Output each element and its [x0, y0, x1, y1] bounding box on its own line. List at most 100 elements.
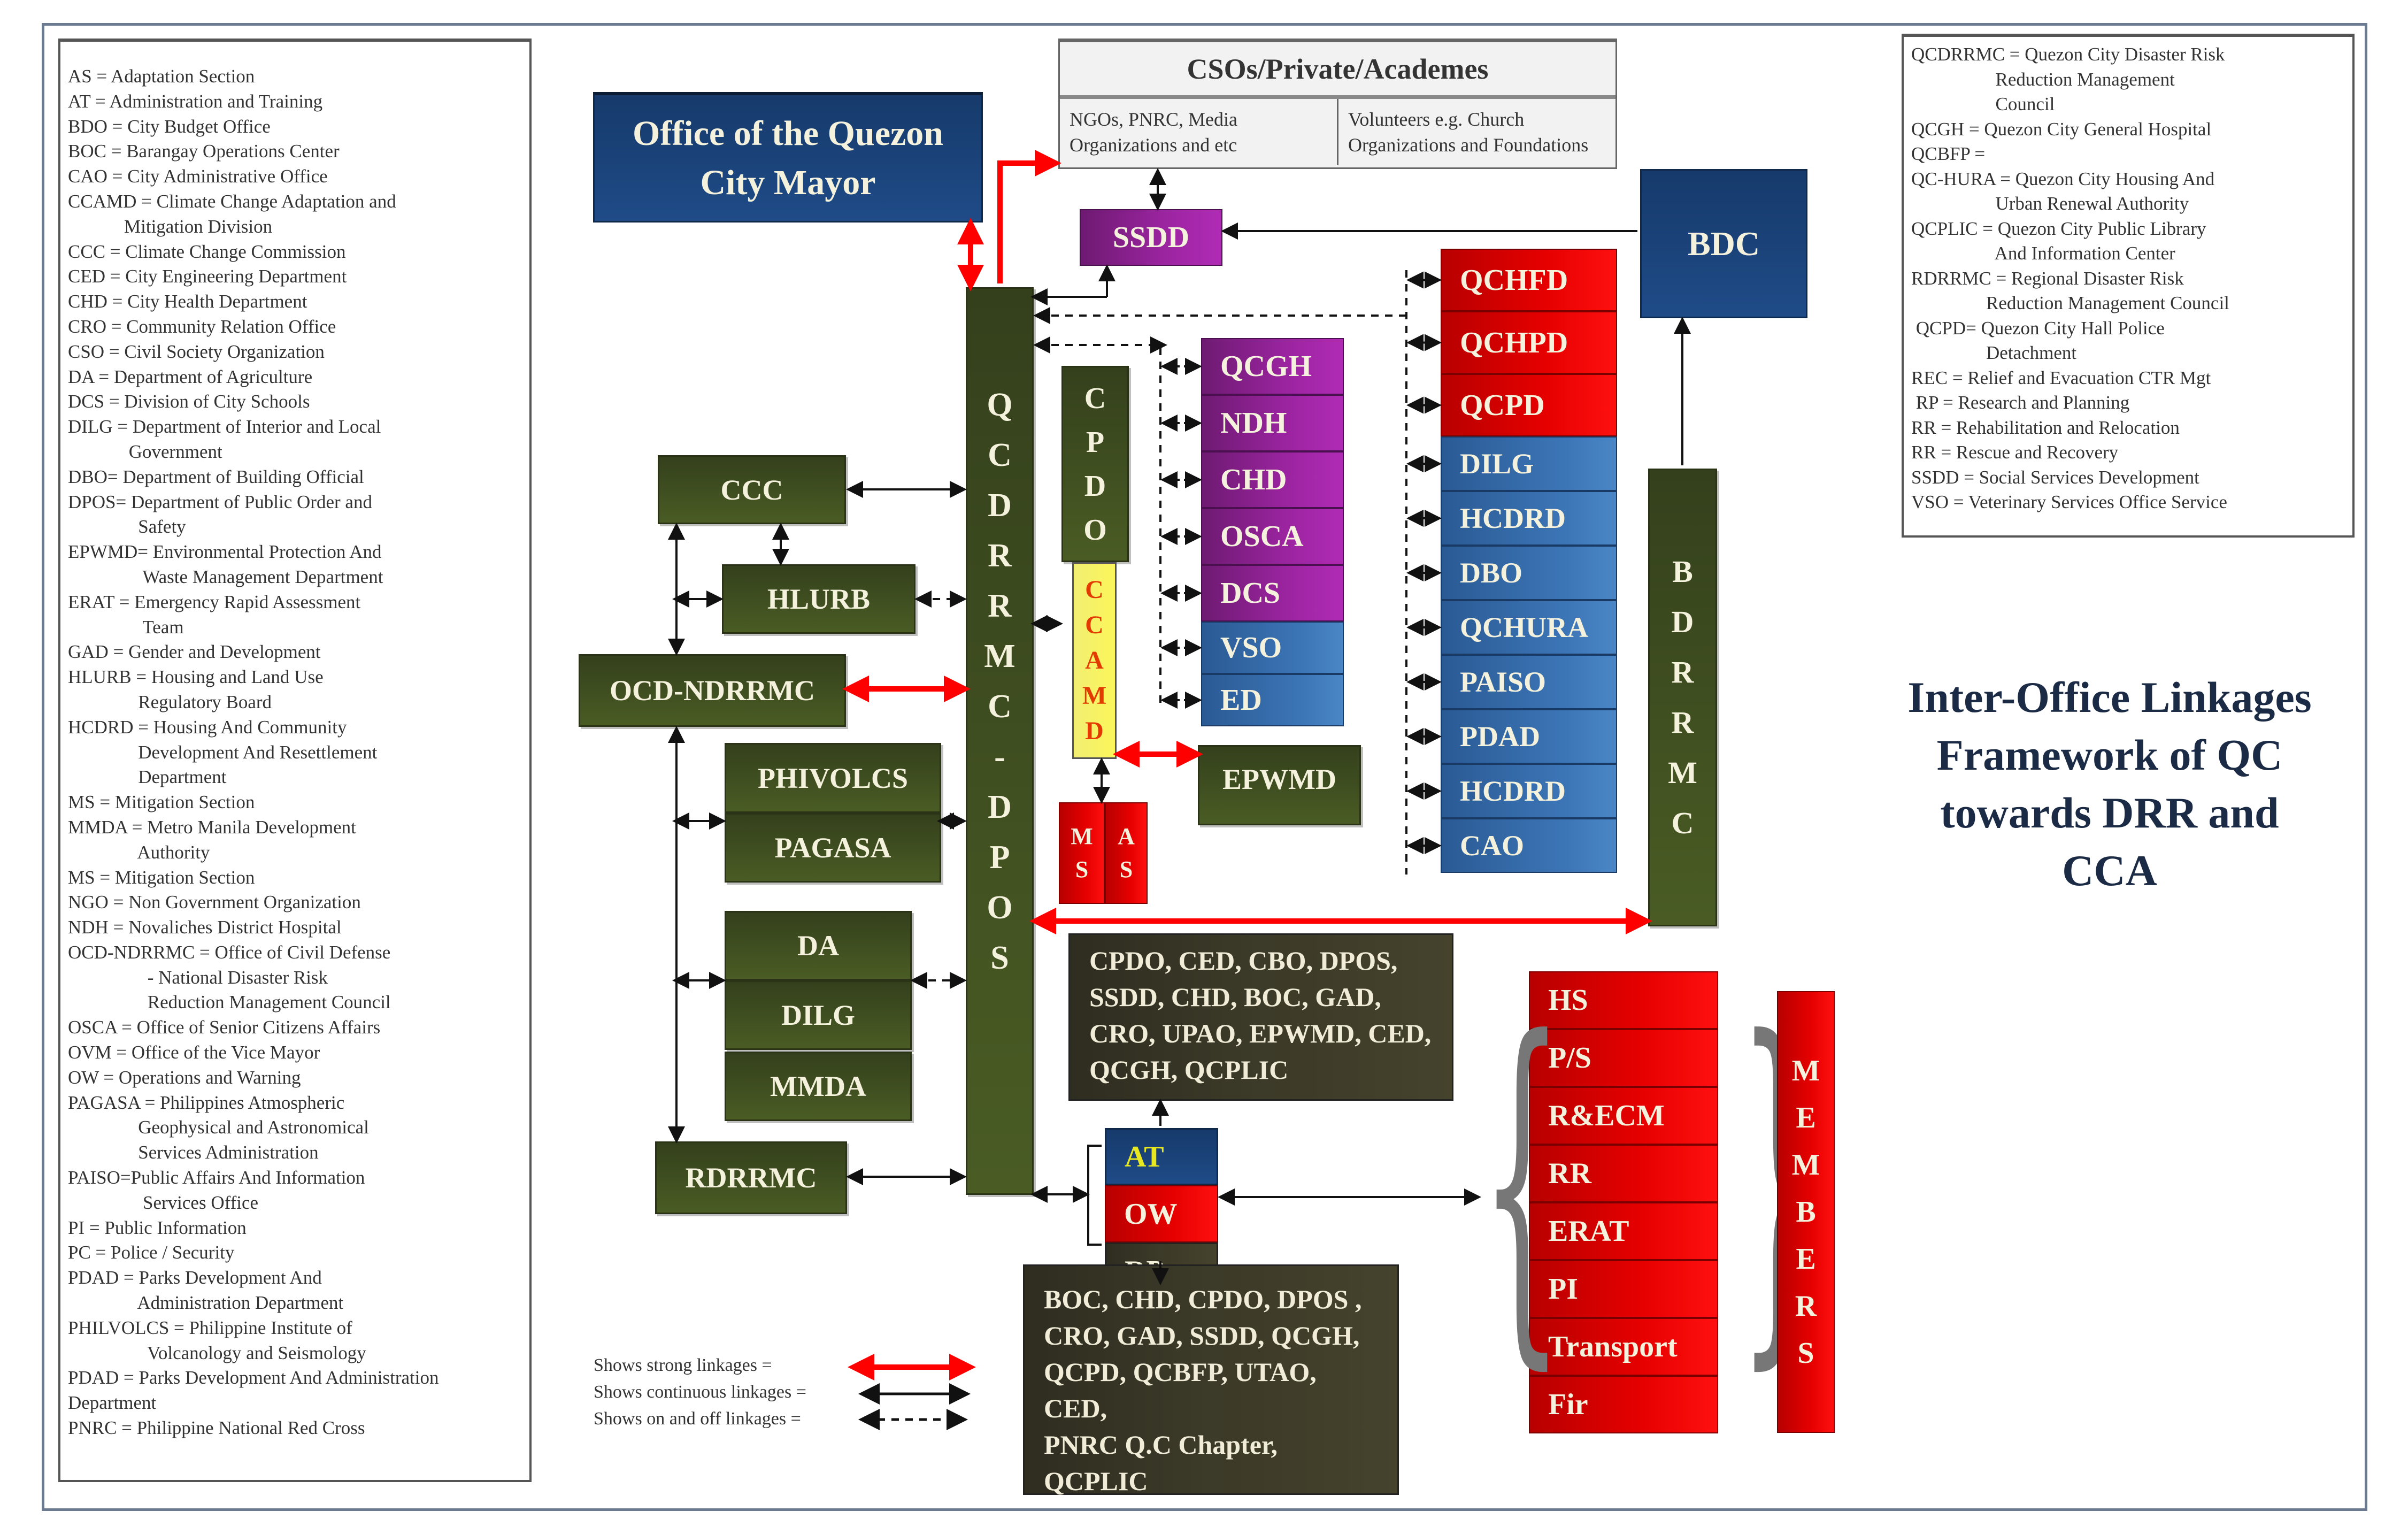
- mayor-office-box[interactable]: Office of the Quezon City Mayor: [593, 92, 983, 223]
- column-letter: R: [1795, 1290, 1817, 1323]
- column-letter: Q: [987, 387, 1013, 423]
- member-ps[interactable]: P/S: [1529, 1029, 1718, 1087]
- column-letter: M: [1791, 1148, 1820, 1182]
- legend-entry: Development And Resettlement: [68, 741, 378, 763]
- office-hcdrd[interactable]: HCDRD: [1441, 764, 1617, 818]
- da-box[interactable]: DA: [725, 911, 912, 980]
- column-letter: C: [1671, 806, 1694, 840]
- office-qchfd[interactable]: QCHFD: [1441, 249, 1617, 311]
- column-letter: A: [1118, 823, 1135, 849]
- column-letter: D: [1084, 469, 1106, 503]
- legend-entry: REC = Relief and Evacuation CTR Mgt: [1911, 367, 2211, 388]
- dilg-box-left[interactable]: DILG: [725, 980, 912, 1050]
- legend-entry: Urban Renewal Authority: [1911, 193, 2189, 214]
- ccc-box[interactable]: CCC: [658, 455, 846, 524]
- office-label: DCS: [1220, 577, 1281, 610]
- office-pdad[interactable]: PDAD: [1441, 709, 1617, 764]
- column-letter: C: [1085, 611, 1104, 639]
- member-pi[interactable]: PI: [1529, 1260, 1718, 1318]
- mmda-box[interactable]: MMDA: [725, 1052, 912, 1121]
- ssdd-box[interactable]: SSDD: [1080, 209, 1222, 266]
- group-line: QCGH, QCPLIC: [1089, 1055, 1289, 1085]
- column-letter: B: [1796, 1195, 1816, 1229]
- office-dcs[interactable]: DCS: [1201, 565, 1344, 622]
- section-ow[interactable]: OW: [1105, 1185, 1218, 1242]
- legend-entry: OSCA = Office of Senior Citizens Affairs: [68, 1017, 381, 1038]
- legend-entry: AS = Adaptation Section: [68, 66, 255, 87]
- title-line: CCA: [2062, 846, 2157, 895]
- member-recm[interactable]: R&ECM: [1529, 1087, 1718, 1145]
- member-hs[interactable]: HS: [1529, 971, 1718, 1029]
- legend-entry: EPWMD= Environmental Protection And: [68, 541, 382, 563]
- legend-entry: CCAMD = Climate Change Adaptation and: [68, 190, 396, 212]
- legend-entry: Safety: [68, 516, 186, 538]
- office-dilg[interactable]: DILG: [1441, 436, 1617, 491]
- legend-entry: CHD = City Health Department: [68, 291, 307, 312]
- column-letter: A: [1085, 646, 1104, 674]
- cso-col2-line: Organizations and Foundations: [1348, 134, 1589, 156]
- pagasa-box[interactable]: PAGASA: [725, 813, 941, 883]
- ocd-ndrrmc-box[interactable]: OCD-NDRRMC: [579, 654, 846, 727]
- office-label: NDH: [1220, 406, 1287, 440]
- office-qchpd[interactable]: QCHPD: [1441, 311, 1617, 374]
- office-group-box-1[interactable]: CPDO, CED, CBO, DPOS,SSDD, CHD, BOC, GAD…: [1068, 933, 1453, 1101]
- legend-entry: DA = Department of Agriculture: [68, 366, 313, 387]
- member-fir[interactable]: Fir: [1529, 1376, 1718, 1433]
- legend-entry: PAGASA = Philippines Atmospheric: [68, 1092, 345, 1113]
- cso-private-academes-box[interactable]: CSOs/Private/Academes NGOs, PNRC, Media …: [1058, 39, 1617, 169]
- office-label: QCHPD: [1460, 326, 1568, 359]
- legend-entry: MMDA = Metro Manila Development: [68, 816, 356, 838]
- column-letter: M: [984, 638, 1015, 674]
- member-label: P/S: [1548, 1041, 1591, 1075]
- member-label: PI: [1548, 1272, 1578, 1306]
- member-rr[interactable]: RR: [1529, 1145, 1718, 1202]
- office-group-box-2[interactable]: BOC, CHD, CPDO, DPOS ,CRO, GAD, SSDD, QC…: [1023, 1264, 1399, 1496]
- column-letter: S: [1075, 856, 1089, 883]
- phivolcs-box[interactable]: PHIVOLCS: [725, 743, 941, 813]
- rdrrmc-box[interactable]: RDRRMC: [655, 1141, 847, 1214]
- office-label: PAISO: [1460, 666, 1547, 698]
- office-dbo[interactable]: DBO: [1441, 546, 1617, 600]
- section-label: AT: [1125, 1140, 1164, 1173]
- office-label: VSO: [1220, 631, 1282, 664]
- group-line: CRO, GAD, SSDD, QCGH,: [1044, 1321, 1360, 1351]
- office-hcdrd[interactable]: HCDRD: [1441, 491, 1617, 546]
- dilg-label: DILG: [781, 999, 856, 1031]
- office-paiso[interactable]: PAISO: [1441, 655, 1617, 709]
- ssdd-label: SSDD: [1112, 221, 1190, 254]
- epwmd-box[interactable]: EPWMD: [1198, 745, 1361, 825]
- bdc-box[interactable]: BDC: [1640, 169, 1807, 318]
- office-qchura[interactable]: QCHURA: [1441, 600, 1617, 655]
- column-letter: E: [1796, 1101, 1816, 1134]
- legend-entry: QCPLIC = Quezon City Public Library: [1911, 218, 2206, 239]
- group-line: CRO, UPAO, EPWMD, CED,: [1089, 1018, 1432, 1048]
- title-line: towards DRR and: [1940, 788, 2279, 837]
- member-transport[interactable]: Transport: [1529, 1318, 1718, 1376]
- member-erat[interactable]: ERAT: [1529, 1202, 1718, 1260]
- legend-entry: CED = City Engineering Department: [68, 266, 347, 287]
- office-qcpd[interactable]: QCPD: [1441, 374, 1617, 436]
- office-label: HCDRD: [1460, 502, 1566, 534]
- office-chd[interactable]: CHD: [1201, 451, 1344, 508]
- office-ndh[interactable]: NDH: [1201, 395, 1344, 451]
- hlurb-box[interactable]: HLURB: [722, 564, 915, 634]
- legend-entry: - National Disaster Risk: [68, 967, 328, 988]
- office-qcgh[interactable]: QCGH: [1201, 338, 1344, 395]
- section-at[interactable]: AT: [1105, 1128, 1218, 1185]
- legend-entry: PDAD = Parks Development And: [68, 1267, 322, 1288]
- office-vso[interactable]: VSO: [1201, 622, 1344, 674]
- pagasa-label: PAGASA: [774, 832, 891, 864]
- office-cao[interactable]: CAO: [1441, 818, 1617, 873]
- office-ed[interactable]: ED: [1201, 674, 1344, 726]
- legend-entry: OCD-NDRRMC = Office of Civil Defense: [68, 941, 391, 963]
- office-osca[interactable]: OSCA: [1201, 508, 1344, 565]
- office-label: OSCA: [1220, 520, 1304, 553]
